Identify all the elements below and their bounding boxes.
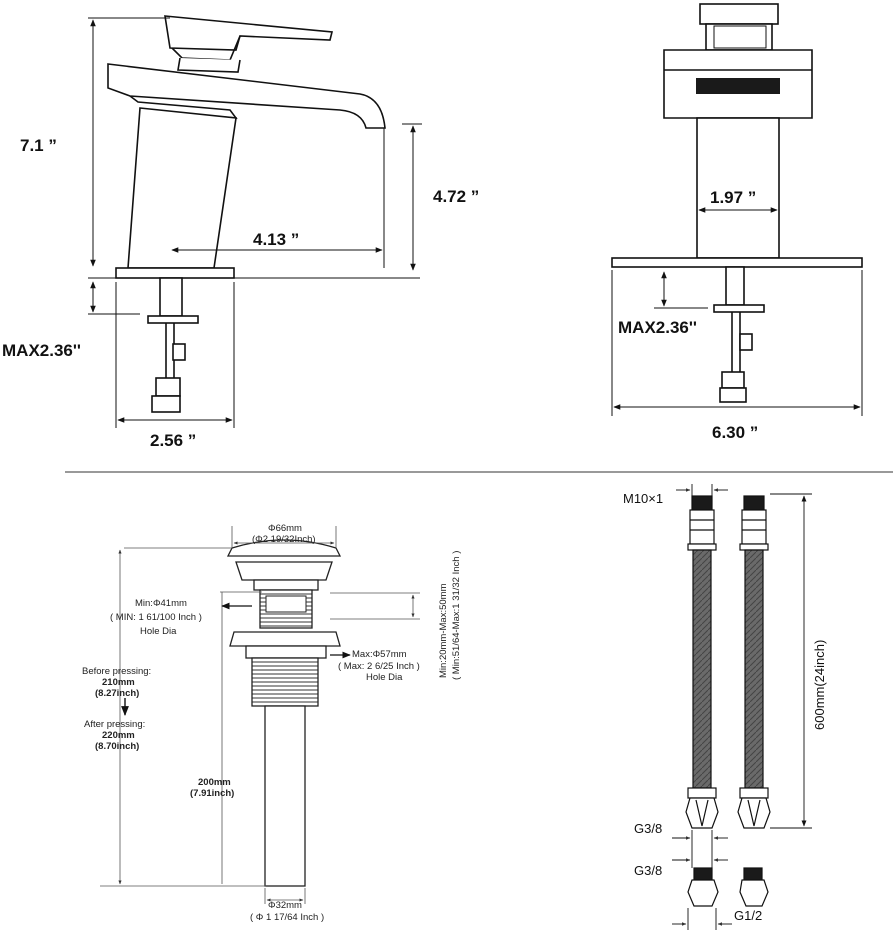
faucet-body bbox=[127, 107, 237, 269]
cap-dia-in: (Φ2 19/32Inch) bbox=[252, 534, 316, 545]
thickness-mm: Min:20mm-Max:50mm bbox=[438, 583, 449, 678]
min-hole-label: Hole Dia bbox=[140, 626, 177, 637]
before-pressing-mm: 210mm bbox=[102, 677, 135, 688]
adapter-out-label: G1/2 bbox=[734, 908, 762, 923]
front-max-deck-label: MAX2.36'' bbox=[618, 318, 697, 337]
faucet-side-view bbox=[107, 15, 386, 413]
hose-left bbox=[685, 495, 719, 829]
hose-length-label: 600mm(24inch) bbox=[812, 640, 827, 730]
thickness-in: ( Min:51/64-Max:1 31/32 Inch ) bbox=[451, 551, 462, 680]
hose-dimension-lines bbox=[672, 484, 812, 930]
after-pressing-mm: 220mm bbox=[102, 730, 135, 741]
hose-right bbox=[737, 495, 771, 829]
plate-width-label: 6.30 ” bbox=[712, 423, 758, 442]
base-width-label: 2.56 ” bbox=[150, 431, 196, 450]
after-pressing-in: (8.70inch) bbox=[95, 741, 139, 752]
front-handle-cap bbox=[699, 3, 779, 25]
spout-height-label: 4.72 ” bbox=[433, 187, 479, 206]
bottom-dia-in: ( Φ 1 17/64 Inch ) bbox=[250, 912, 324, 923]
min-hole-mm: Min:Φ41mm bbox=[135, 598, 187, 609]
tail-length-mm: 200mm bbox=[198, 777, 231, 788]
spout-reach-label: 4.13 ” bbox=[253, 230, 299, 249]
after-pressing-label: After pressing: bbox=[84, 719, 145, 730]
front-dimension-lines bbox=[611, 207, 863, 416]
adapter-in-label: G3/8 bbox=[634, 863, 662, 878]
tail-length-in: (7.91inch) bbox=[190, 788, 234, 799]
front-body bbox=[696, 117, 780, 259]
max-hole-label: Hole Dia bbox=[366, 672, 403, 683]
faucet-base-plate bbox=[115, 267, 235, 279]
cap-dia-mm: Φ66mm bbox=[268, 523, 302, 534]
nut-thread-label: G3/8 bbox=[634, 821, 662, 836]
max-hole-mm: Max:Φ57mm bbox=[352, 649, 407, 660]
faucet-spout bbox=[107, 63, 386, 129]
before-pressing-in: (8.27inch) bbox=[95, 688, 139, 699]
front-deck-plate bbox=[611, 257, 863, 268]
max-hole-in: ( Max: 2 6/25 Inch ) bbox=[338, 661, 420, 672]
adapter-right bbox=[739, 867, 769, 907]
top-thread-label: M10×1 bbox=[623, 491, 663, 506]
before-pressing-label: Before pressing: bbox=[82, 666, 151, 677]
front-body-width-label: 1.97 ” bbox=[710, 188, 756, 207]
faucet-front-view bbox=[611, 3, 863, 403]
adapter-left bbox=[687, 867, 719, 907]
faucet-handle bbox=[164, 15, 334, 51]
min-hole-in: ( MIN: 1 61/100 Inch ) bbox=[110, 612, 202, 623]
drain-tailpiece bbox=[264, 705, 306, 887]
total-height-label: 7.1 ” bbox=[20, 136, 57, 155]
side-dimension-lines bbox=[88, 17, 422, 428]
side-max-deck-label: MAX2.36'' bbox=[2, 341, 81, 360]
drain-dimension-lines bbox=[100, 526, 420, 904]
drain-flange bbox=[229, 631, 341, 647]
bottom-dia-mm: Φ32mm bbox=[268, 900, 302, 911]
